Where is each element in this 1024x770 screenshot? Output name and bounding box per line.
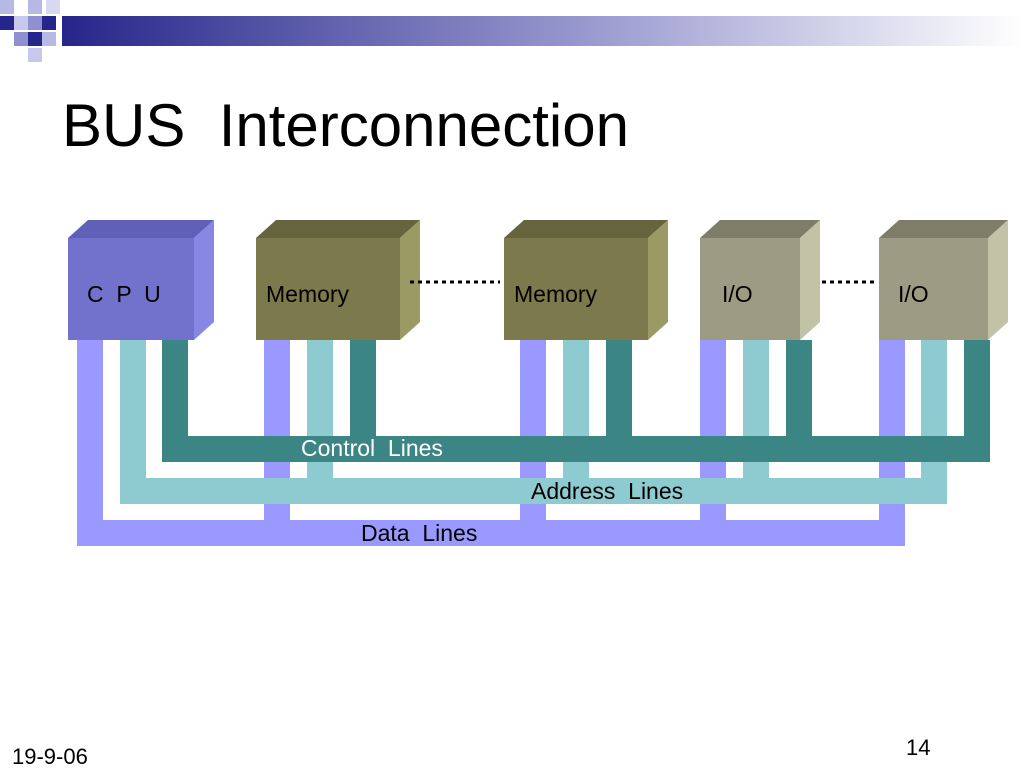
io-label-2: I/O [898, 281, 929, 307]
cpu-label: C P U [87, 281, 161, 307]
memory-module-2: Memory [504, 220, 668, 340]
memory-label-2: Memory [514, 281, 598, 307]
control-bus [162, 340, 990, 462]
memory-label-1: Memory [266, 281, 350, 307]
header-gradient-bar [62, 16, 1024, 46]
checkered-squares-icon [0, 0, 60, 62]
io-module-1: I/O [700, 220, 820, 340]
address-bus [120, 340, 947, 504]
footer-date: 19-9-06 [12, 744, 88, 769]
address-lines-label: Address Lines [531, 478, 683, 504]
io-module-2: I/O [879, 220, 1008, 340]
page-number: 14 [906, 735, 931, 760]
memory-module-1: Memory [256, 220, 420, 340]
cpu-module: C P U [68, 220, 214, 340]
control-lines-label: Control Lines [301, 435, 443, 461]
header-decoration [0, 0, 1024, 62]
slide-title: BUS Interconnection [62, 92, 629, 159]
data-lines-label: Data Lines [361, 520, 477, 546]
io-label-1: I/O [722, 281, 753, 307]
